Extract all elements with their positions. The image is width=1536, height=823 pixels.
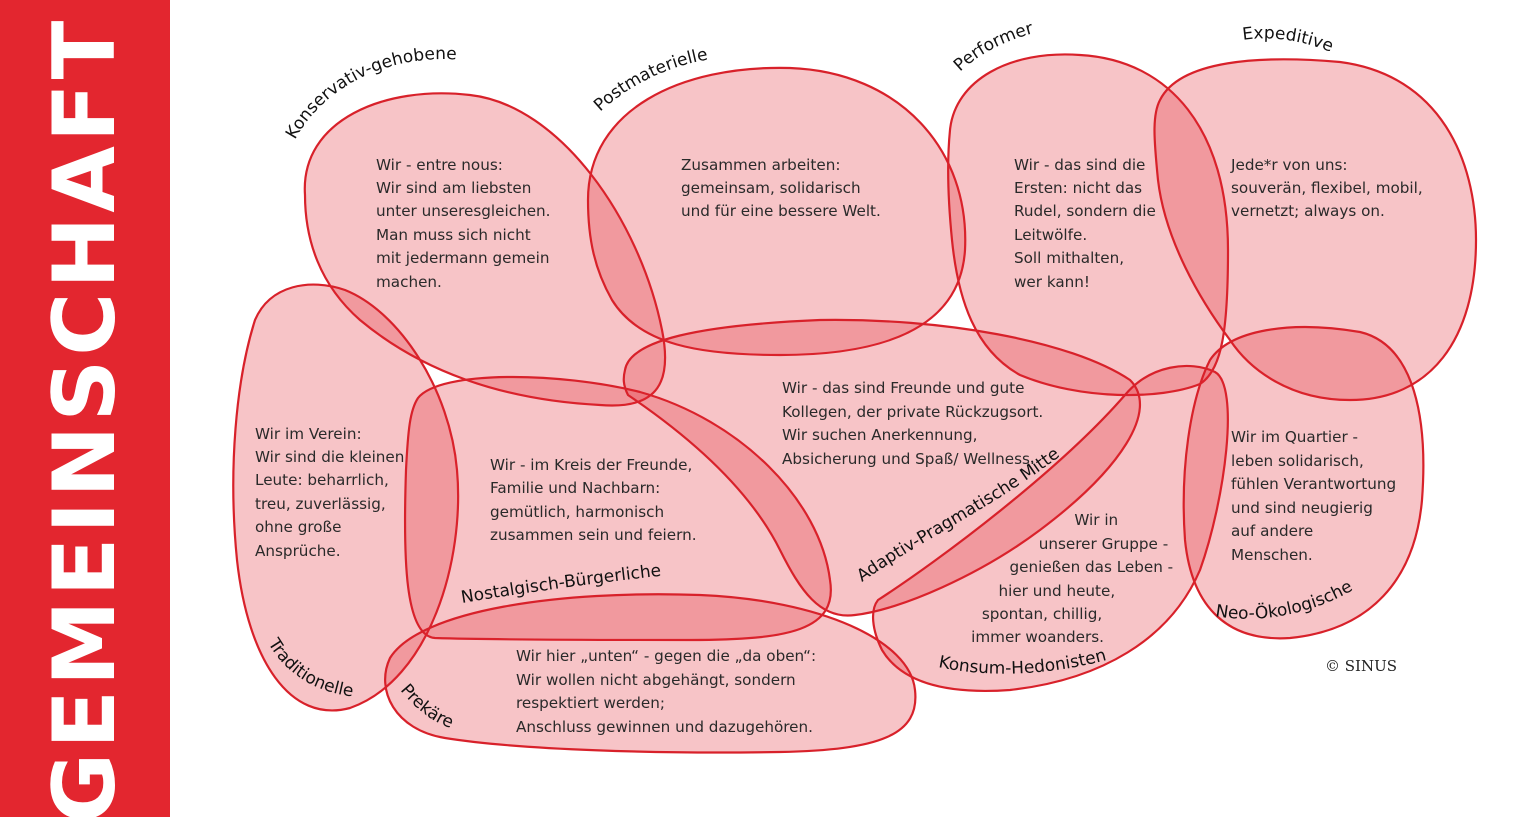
blob-prekaere bbox=[384, 593, 917, 754]
blob-postmaterielle bbox=[586, 66, 967, 357]
desc-traditionelle: Wir im Verein: Wir sind die kleinen Leut… bbox=[255, 425, 409, 560]
blob-adaptiv bbox=[622, 318, 1141, 617]
blob-performer bbox=[947, 53, 1230, 397]
blob-nostalgisch bbox=[403, 375, 832, 642]
desc-prekaere: Wir hier „unten“ - gegen die „da oben“: … bbox=[516, 647, 821, 736]
desc-adaptiv: Wir - das sind Freunde und gute Kollegen… bbox=[782, 379, 1048, 468]
desc-konservativ: Wir - entre nous: Wir sind am liebsten u… bbox=[376, 156, 555, 291]
desc-performer: Wir - das sind die Ersten: nicht das Rud… bbox=[1014, 156, 1161, 291]
desc-neooeko: Wir im Quartier - leben solidarisch, füh… bbox=[1231, 428, 1401, 564]
desc-expeditive: Jede*r von uns: souverän, flexibel, mobi… bbox=[1230, 156, 1428, 220]
sidebar: GEMEINSCHAFT bbox=[0, 0, 170, 823]
desc-nostalgisch: Wir - im Kreis der Freunde, Familie und … bbox=[490, 456, 697, 544]
desc-postmaterielle: Zusammen arbeiten: gemeinsam, solidarisc… bbox=[681, 156, 881, 220]
blob-neooeko bbox=[1182, 326, 1425, 640]
blob-traditionelle bbox=[232, 283, 460, 712]
blob-konsum bbox=[872, 364, 1229, 693]
blob-expeditive bbox=[1153, 58, 1478, 402]
label-expeditive: Expeditive bbox=[1241, 23, 1336, 56]
copyright-notice: © SINUS bbox=[1325, 657, 1397, 675]
desc-konsum: Wir in unserer Gruppe - genießen das Leb… bbox=[971, 511, 1178, 646]
